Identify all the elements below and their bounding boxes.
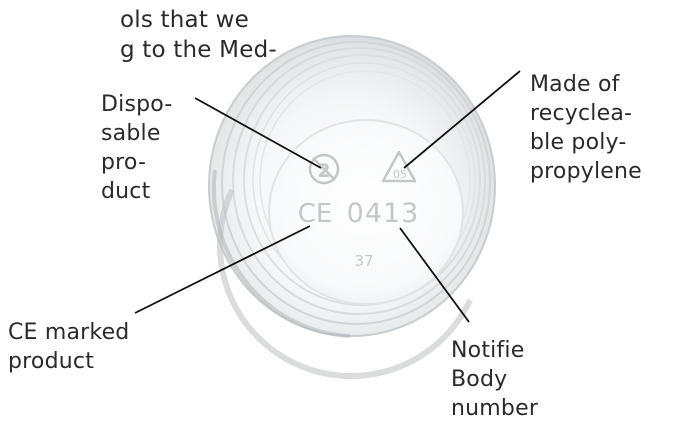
- recycling-code-text: 05: [393, 168, 407, 181]
- notified-body-emboss: 0413: [347, 198, 420, 229]
- intro-text-fragment: ols that we g to the Med-: [120, 5, 277, 65]
- label-disposable-product: Dispo- sable pro- duct: [101, 90, 173, 206]
- label-recyclable-polypropylene: Made of recyclea- ble poly- propylene: [530, 70, 642, 186]
- ce-mark-emboss: CE: [298, 199, 333, 229]
- label-notified-body-number: Notifie Body number: [451, 336, 538, 423]
- mould-number-emboss: 37: [354, 252, 373, 270]
- label-ce-marked-product: CE marked product: [8, 318, 129, 376]
